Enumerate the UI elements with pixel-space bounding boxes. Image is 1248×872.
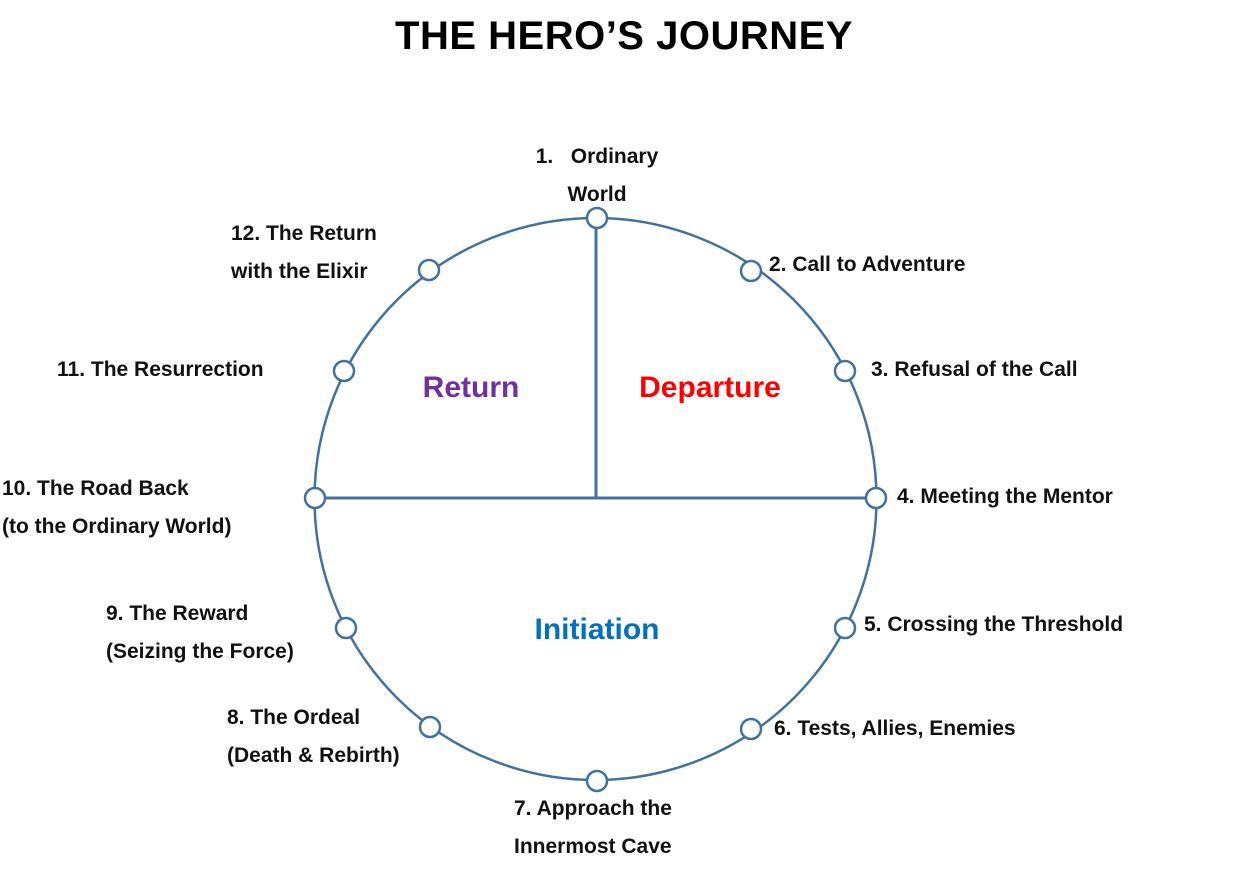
diagram-title: THE HERO’S JOURNEY bbox=[395, 14, 853, 58]
stage-label-4: 4. Meeting the Mentor bbox=[897, 485, 1113, 508]
stage-node-8 bbox=[418, 715, 442, 739]
stage-label-12: 12. The Return with the Elixir bbox=[231, 222, 377, 283]
stage-node-7 bbox=[585, 769, 609, 793]
stage-node-2 bbox=[739, 259, 763, 283]
section-label-return: Return bbox=[422, 371, 520, 404]
stage-node-11 bbox=[332, 359, 356, 383]
stage-node-6 bbox=[739, 717, 763, 741]
stage-node-1 bbox=[585, 206, 609, 230]
stage-node-4 bbox=[864, 486, 888, 510]
stage-node-9 bbox=[334, 616, 358, 640]
stage-label-11: 11. The Resurrection bbox=[57, 358, 264, 381]
stage-label-8: 8. The Ordeal (Death & Rebirth) bbox=[227, 706, 400, 767]
stage-label-6: 6. Tests, Allies, Enemies bbox=[774, 717, 1016, 740]
section-label-initiation: Initiation bbox=[534, 613, 660, 646]
stage-label-7: 7. Approach the Innermost Cave bbox=[514, 797, 672, 858]
stage-node-12 bbox=[417, 258, 441, 282]
stage-label-9: 9. The Reward (Seizing the Force) bbox=[106, 602, 294, 663]
stage-label-5: 5. Crossing the Threshold bbox=[864, 613, 1124, 636]
stage-label-3: 3. Refusal of the Call bbox=[871, 358, 1078, 381]
stage-label-10: 10. The Road Back (to the Ordinary World… bbox=[2, 477, 232, 538]
stage-label-2: 2. Call to Adventure bbox=[769, 253, 966, 276]
stage-node-10 bbox=[303, 486, 327, 510]
stage-label-1: 1. Ordinary World bbox=[535, 145, 659, 206]
section-label-departure: Departure bbox=[639, 371, 781, 404]
stage-node-5 bbox=[833, 616, 857, 640]
stage-node-3 bbox=[833, 359, 857, 383]
